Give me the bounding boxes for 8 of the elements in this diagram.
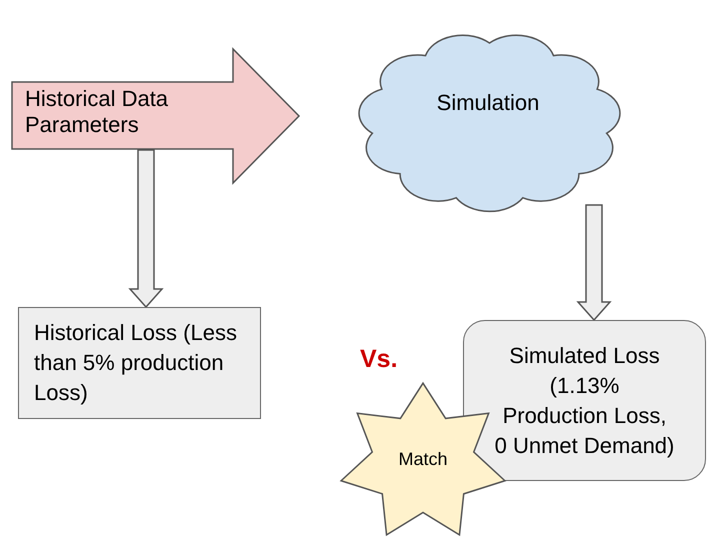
rounded-box: Simulated Loss (1.13% Production Loss, 0 Unmet Demand) bbox=[463, 320, 706, 481]
block-arrow bbox=[576, 204, 612, 322]
arrow-text: Historical Data Parameters bbox=[25, 86, 170, 138]
block-arrow bbox=[128, 149, 164, 308]
versus-label: Vs. bbox=[360, 345, 398, 374]
process-box: Historical Loss (Less than 5% production Loss) bbox=[18, 307, 261, 419]
star-text: Match bbox=[397, 448, 449, 471]
cloud-text: Simulation bbox=[436, 90, 540, 116]
